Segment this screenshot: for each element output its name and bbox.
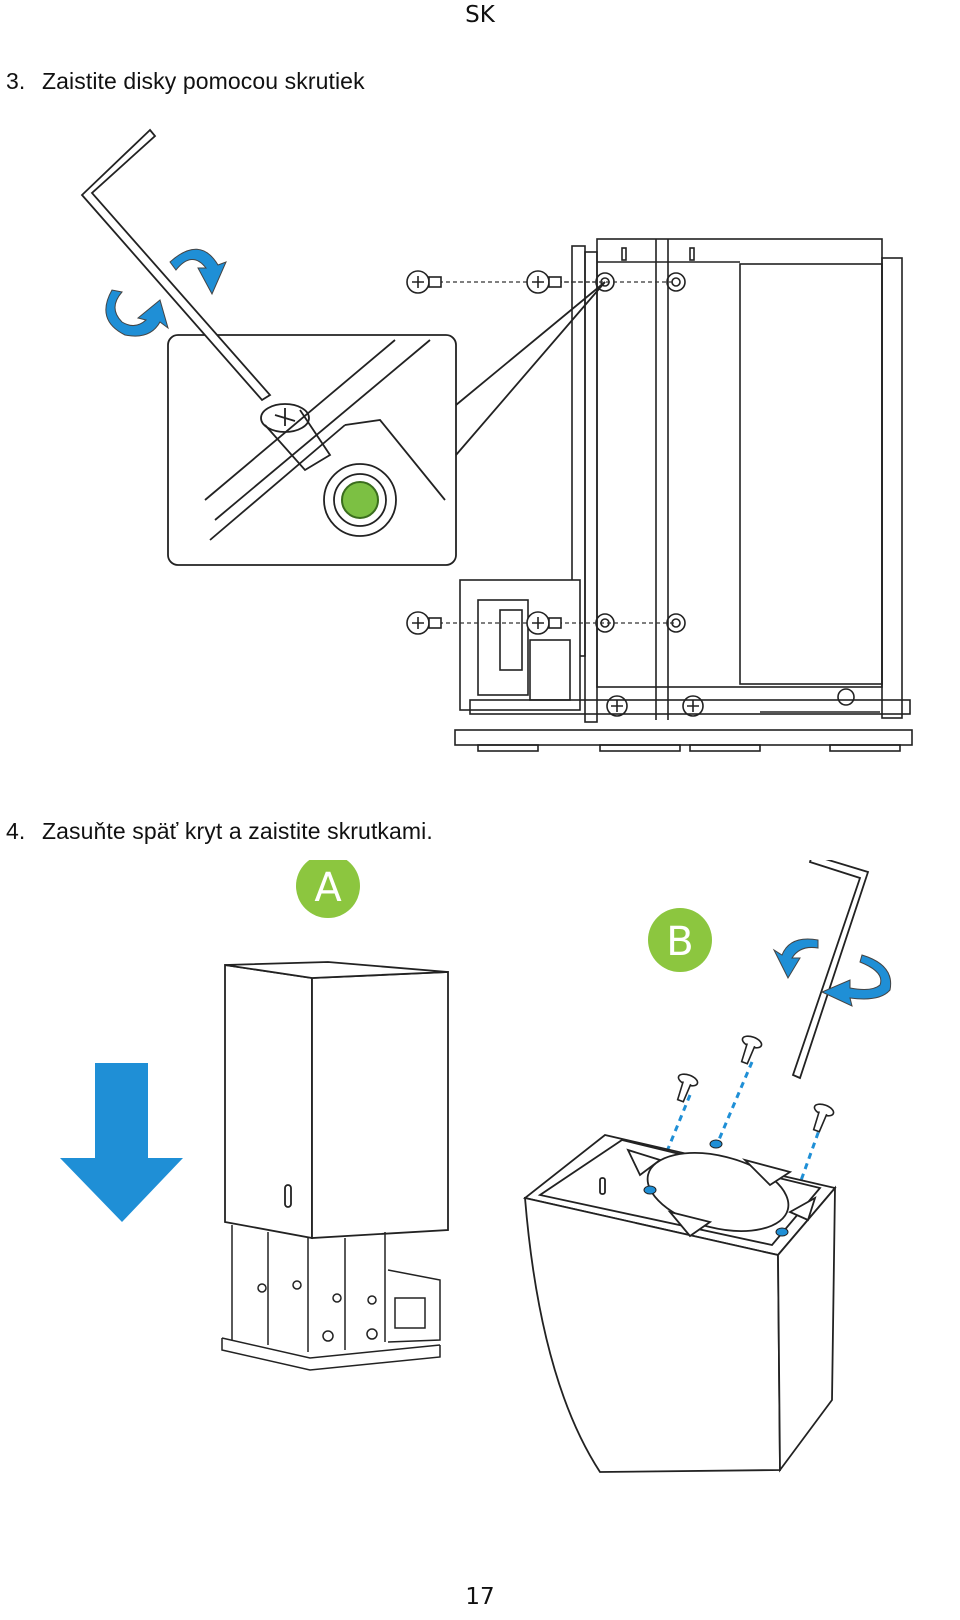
cover-assembly-illustration: A B (60, 860, 892, 1473)
screw-icon (406, 270, 442, 294)
step-4-number: 4. (6, 818, 26, 844)
badge-a: A (296, 860, 360, 918)
step-4-text: Zasuňte späť kryt a zaistite skrutkami. (42, 818, 433, 844)
rotate-arrow-icon (105, 248, 227, 337)
screw-hole-highlight (341, 481, 379, 519)
step-3: 3. Zaistite disky pomocou skrutiek (6, 68, 365, 95)
screwdriver-icon (791, 860, 870, 1080)
badge-b-label: B (666, 919, 693, 965)
page-number: 17 (465, 1584, 495, 1610)
step-3-text: Zaistite disky pomocou skrutiek (42, 68, 365, 94)
badge-b: B (648, 908, 712, 972)
screwdriver-icon (80, 128, 272, 402)
step-3-number: 3. (6, 68, 26, 94)
rotate-arrow-icon (772, 938, 892, 1007)
badge-a-label: A (314, 865, 342, 911)
zoom-callout (167, 281, 606, 566)
screw-icon (676, 1073, 699, 1103)
down-arrow-icon (60, 1063, 183, 1222)
language-code: SK (465, 2, 495, 28)
step-4: 4. Zasuňte späť kryt a zaistite skrutkami… (6, 818, 433, 845)
drive-screw-illustration (80, 128, 913, 752)
